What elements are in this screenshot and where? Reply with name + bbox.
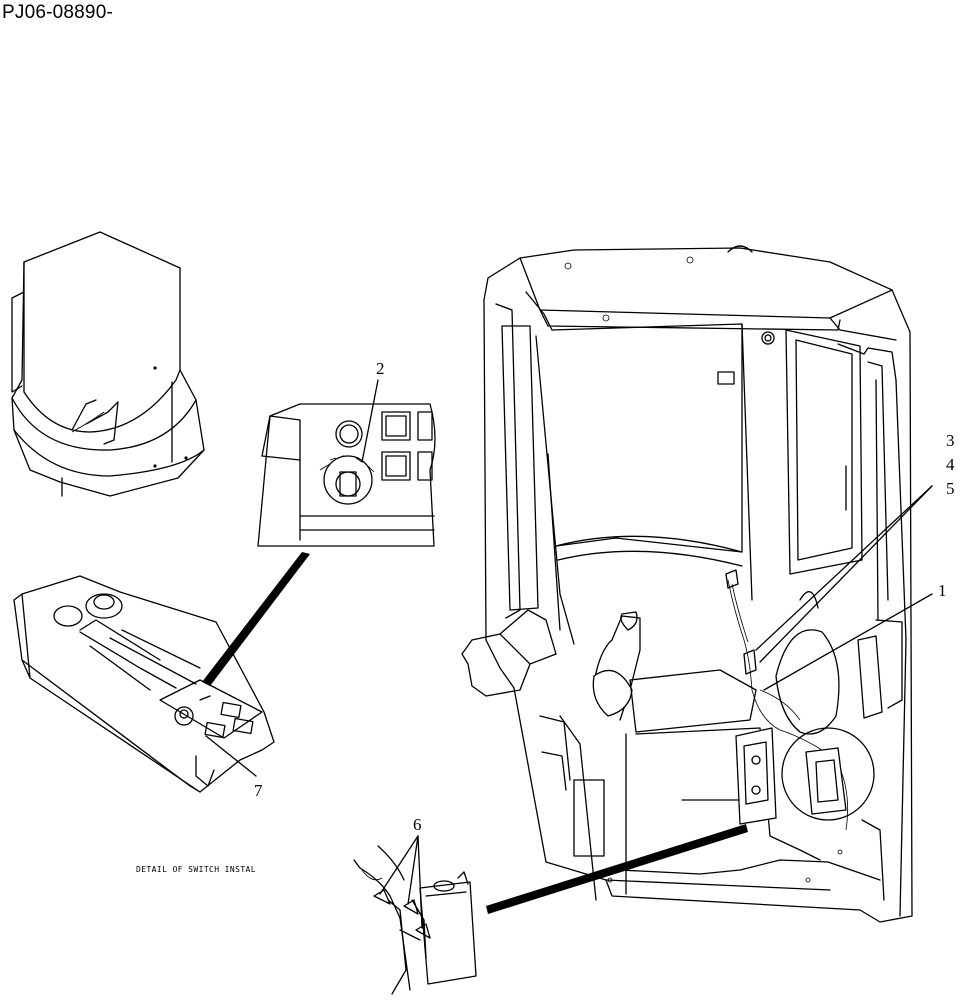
switch-detail-caption: DETAIL OF SWITCH INSTAL (136, 865, 256, 874)
callout-4: 4 (946, 455, 955, 474)
detail-pointer-switch (202, 552, 310, 686)
operator-cab (461, 245, 913, 923)
callout-1: 1 (938, 581, 947, 600)
control-console (13, 575, 275, 793)
reservoir-detail (353, 835, 477, 995)
switch-panel-detail (257, 403, 436, 547)
callout-7: 7 (254, 781, 263, 800)
callout-3: 3 (946, 431, 955, 450)
rear-cover-view (11, 231, 205, 497)
callout-2: 2 (376, 359, 385, 378)
leader-7 (205, 735, 257, 777)
detail-circle-6 (781, 727, 875, 821)
callout-6: 6 (413, 815, 422, 834)
detail-pointer-6 (486, 824, 748, 914)
leader-2 (361, 379, 379, 463)
cab-leaders (755, 485, 933, 691)
part-code: PJ06-08890- (2, 2, 113, 23)
callout-5: 5 (946, 479, 955, 498)
